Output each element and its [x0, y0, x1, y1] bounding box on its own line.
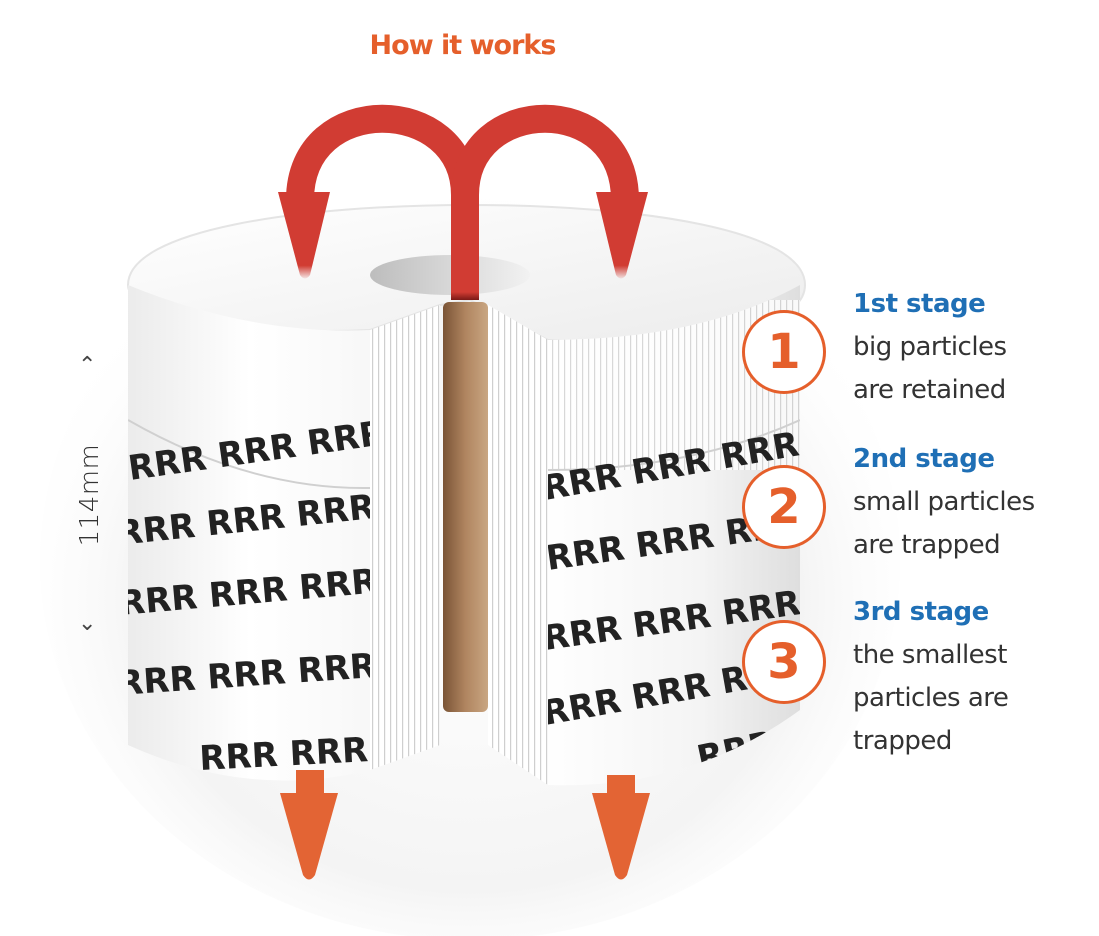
stage-description-line: are trapped	[853, 530, 1001, 560]
chevron-up-icon: ⌃	[78, 353, 97, 378]
outlet-arrow-right	[592, 775, 650, 880]
stage-description-line: big particles	[853, 332, 1007, 362]
height-dimension: ⌃ 114mm ⌄	[60, 355, 120, 635]
stage-number-badge: 1	[742, 310, 826, 394]
right-pleat-face	[488, 305, 548, 785]
height-label: 114mm	[75, 443, 105, 547]
inlet-arrow	[278, 104, 648, 300]
outlet-arrow-left	[280, 770, 338, 880]
stage-description-line: the smallest	[853, 640, 1007, 670]
diagram-title: How it works	[369, 30, 557, 61]
stage-number-badge: 3	[742, 620, 826, 704]
stage-description-line: trapped	[853, 726, 952, 756]
stage-description-line: particles are	[853, 683, 1009, 713]
stage-description-line: small particles	[853, 487, 1035, 517]
center-hole	[370, 255, 530, 295]
stage-number-badge: 2	[742, 465, 826, 549]
left-body	[128, 285, 370, 781]
stage-description-line: are retained	[853, 375, 1006, 405]
stage-heading: 2nd stage	[853, 444, 995, 474]
core-tube	[443, 302, 488, 712]
left-pleat-face	[370, 305, 440, 770]
chevron-down-icon: ⌄	[78, 611, 97, 636]
stage-heading: 1st stage	[853, 289, 986, 319]
stage-heading: 3rd stage	[853, 597, 989, 627]
